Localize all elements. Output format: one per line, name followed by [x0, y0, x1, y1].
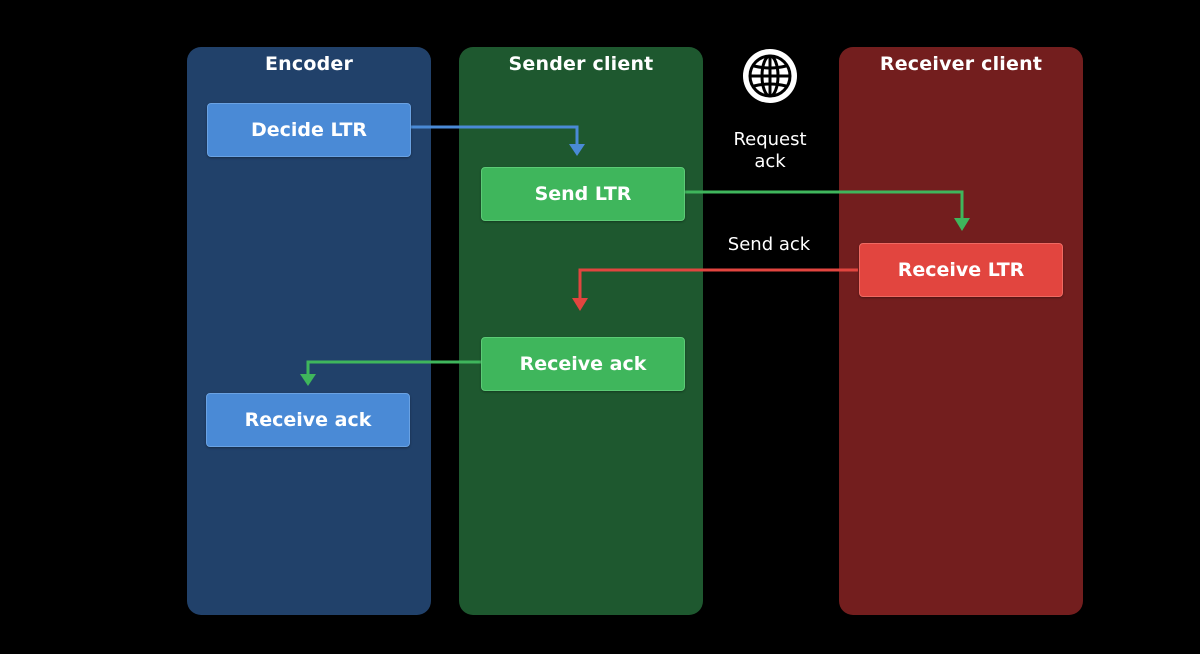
request-ack-label-line-2: ack	[754, 151, 786, 172]
receiver-client-lane-title: Receiver client	[879, 53, 1043, 75]
sender-client-lane: Sender client	[459, 47, 703, 615]
receive-ltr-step: Receive LTR	[859, 243, 1063, 297]
request-ack-label-line-1: Request	[733, 129, 807, 150]
globe-icon	[743, 49, 797, 103]
send-ack-label: Send ack	[727, 234, 811, 255]
decide-ltr-step: Decide LTR	[207, 103, 411, 157]
sender-client-lane-title: Sender client	[508, 53, 654, 75]
sender-receive-ack-step: Receive ack	[481, 337, 685, 391]
send-ltr-step: Send LTR	[481, 167, 685, 221]
receiver-client-lane: Receiver client	[839, 47, 1083, 615]
encoder-receive-ack-step: Receive ack	[206, 393, 410, 447]
request-ack-label: Request ack	[720, 129, 820, 173]
encoder-lane-title: Encoder	[264, 53, 354, 75]
